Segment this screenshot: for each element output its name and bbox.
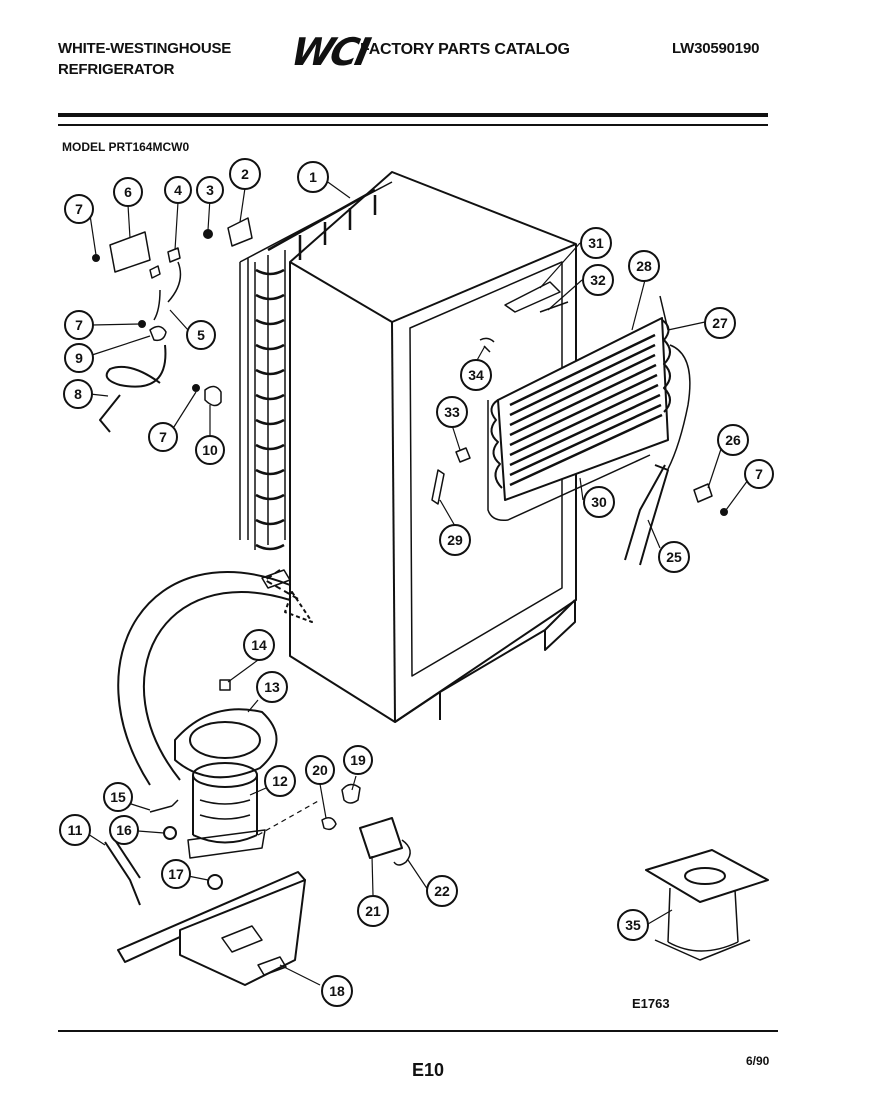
callout-7b: 7 (75, 317, 83, 333)
callout-27: 27 (712, 315, 728, 331)
relay-4 (149, 247, 182, 321)
power-cord-8 (99, 344, 167, 433)
screw-14 (219, 679, 231, 691)
grommet-17 (207, 874, 223, 890)
part-19 (341, 783, 361, 804)
leader-lines (87, 179, 749, 986)
screw-3 (203, 229, 213, 239)
overload-9 (149, 325, 167, 342)
callout-15: 15 (110, 789, 126, 805)
callout-13: 13 (264, 679, 280, 695)
callout-5: 5 (197, 327, 205, 343)
screw-7d (720, 508, 728, 516)
callout-22: 22 (434, 883, 450, 899)
footer-rule (58, 1030, 778, 1032)
callout-33: 33 (444, 404, 460, 420)
callout-2: 2 (241, 166, 249, 182)
part-33 (455, 447, 471, 463)
arrow-head (264, 569, 301, 601)
callout-32: 32 (590, 272, 606, 288)
header-rule-thin (58, 124, 768, 126)
header-rule-thick (58, 113, 768, 117)
figure-reference: E1763 (632, 996, 670, 1011)
callout-19: 19 (350, 752, 366, 768)
brand-name: WHITE-WESTINGHOUSE (58, 40, 232, 57)
callout-4: 4 (174, 182, 182, 198)
callout-35: 35 (625, 917, 641, 933)
drain-tube (624, 464, 669, 566)
callout-numbers: 1 2 3 4 5 6 7 7 7 7 8 9 10 11 12 13 14 1… (68, 166, 764, 999)
callout-34: 34 (468, 367, 484, 383)
callout-12: 12 (272, 773, 288, 789)
part-29 (431, 469, 445, 505)
callout-31: 31 (588, 235, 604, 251)
callout-26: 26 (725, 432, 741, 448)
callout-17: 17 (168, 866, 184, 882)
part-26 (693, 483, 713, 503)
page-number: E10 (412, 1060, 445, 1080)
condenser-coil (239, 181, 393, 551)
product-type: REFRIGERATOR (58, 61, 175, 78)
model-label: MODEL PRT164MCW0 (62, 140, 190, 154)
cabinet (289, 171, 577, 723)
callout-1: 1 (309, 169, 317, 185)
callout-10: 10 (202, 442, 218, 458)
base-rail (117, 871, 306, 986)
callout-25: 25 (666, 549, 682, 565)
bracket-2 (227, 217, 253, 247)
part-15 (149, 799, 179, 813)
callout-7d: 7 (755, 466, 763, 482)
callout-6: 6 (124, 184, 132, 200)
callout-29: 29 (447, 532, 463, 548)
compressor (187, 762, 266, 859)
callout-30: 30 (591, 494, 607, 510)
callout-3: 3 (206, 182, 214, 198)
callout-14: 14 (251, 637, 267, 653)
callout-8: 8 (74, 386, 82, 402)
screw-7a (92, 254, 100, 262)
callout-28: 28 (636, 258, 652, 274)
drain-pan-inner (189, 721, 261, 759)
part-20 (321, 817, 337, 831)
callout-16: 16 (116, 822, 132, 838)
evaporator (487, 295, 691, 522)
arrow-tip (284, 591, 313, 623)
callout-7c: 7 (159, 429, 167, 445)
callout-11: 11 (68, 822, 83, 838)
callout-circles (59, 158, 774, 1007)
relay-box-21 (359, 817, 403, 859)
callout-18: 18 (329, 983, 345, 999)
capacitor-10 (204, 385, 222, 407)
bracket-6 (109, 231, 151, 273)
callout-21: 21 (365, 903, 381, 919)
part-11 (104, 839, 141, 906)
tray-outline (261, 569, 291, 589)
evap-cover-bracket (504, 281, 569, 313)
screw-7c (192, 384, 200, 392)
callout-9: 9 (75, 350, 83, 366)
grommet-16 (163, 826, 177, 840)
callout-20: 20 (312, 762, 328, 778)
catalog-date: 6/90 (746, 1054, 770, 1068)
document-number: LW30590190 (672, 40, 760, 57)
curved-arrow (117, 571, 291, 786)
catalog-title: FACTORY PARTS CATALOG (360, 41, 570, 58)
callout-7a: 7 (75, 201, 83, 217)
inset-assembly (645, 849, 769, 961)
wire-22 (393, 839, 411, 866)
